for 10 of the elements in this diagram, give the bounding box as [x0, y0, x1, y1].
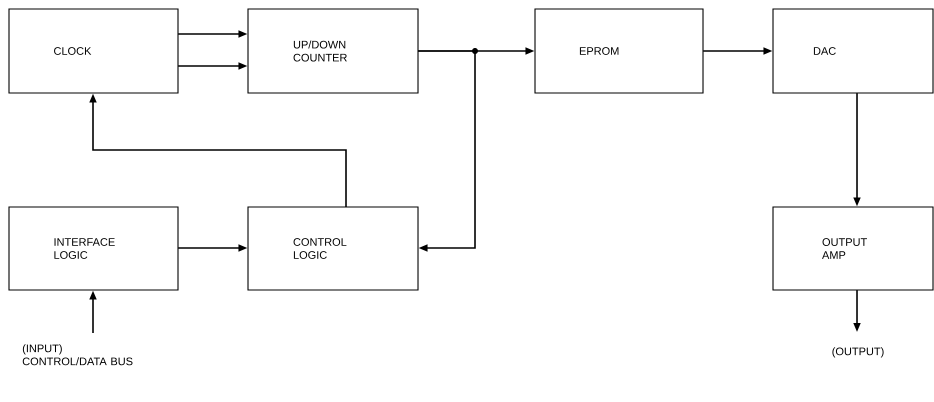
process-box: INTERFACE LOGIC — [8, 206, 179, 291]
process-box: DAC — [772, 8, 934, 94]
process-box: CONTROL LOGIC — [247, 206, 419, 291]
process-box: EPROM — [534, 8, 704, 94]
process-box: UP/DOWN COUNTER — [247, 8, 419, 94]
arrow — [418, 50, 476, 252]
process-box: CLOCK — [8, 8, 179, 94]
signal-label: (OUTPUT) — [832, 347, 884, 358]
signal-label: (INPUT) CONTROL/DATA BUS — [22, 344, 132, 366]
process-box: OUTPUT AMP — [772, 206, 934, 291]
